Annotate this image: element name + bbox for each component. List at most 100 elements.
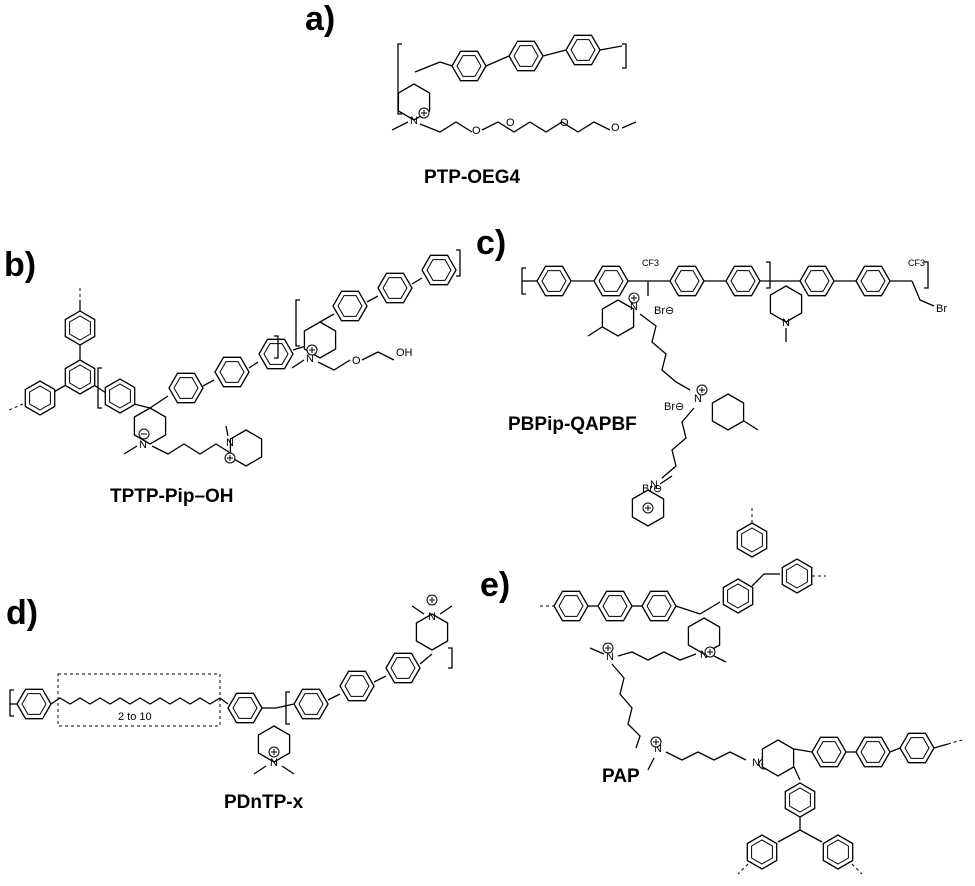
atom-n: N [226, 437, 234, 449]
atom-br: Br [936, 303, 947, 315]
phenyl-ring [899, 732, 935, 764]
phenyl-ring [168, 372, 204, 404]
bromide-anion: Br⊖ [664, 401, 684, 413]
phenyl-ring [258, 338, 294, 370]
phenyl-ring [746, 834, 778, 870]
phenyl-ring [214, 356, 250, 388]
atom-n: N [139, 439, 147, 451]
cation-charge [628, 292, 640, 304]
phenyl-ring [16, 688, 52, 720]
hexyl-linker [151, 443, 233, 455]
phenyl-ring [293, 688, 329, 720]
panel-e: e) N N N [480, 505, 963, 875]
cation-charge [602, 642, 614, 654]
panel-a-letter: a) [305, 0, 335, 38]
atom-n: N [782, 317, 790, 329]
compound-name-b: TPTP-Pip–OH [110, 486, 234, 507]
hexyl-linker [611, 663, 641, 749]
phenyl-ring [421, 254, 457, 286]
atom-o: O [560, 117, 569, 129]
phenyl-ring [536, 265, 572, 297]
bromide-anion: Br⊖ [654, 305, 674, 317]
phenyl-ring [64, 310, 96, 346]
phenyl-ring [781, 558, 813, 594]
panel-c-letter: c) [476, 224, 506, 262]
panel-d: d) 2 to 10 N N [6, 594, 453, 813]
atom-o: O [352, 355, 361, 367]
central-benzene-ring [64, 359, 96, 395]
panel-d-structure: 2 to 10 N N [9, 594, 453, 775]
atom-oh: OH [396, 347, 413, 359]
phenyl-ring [784, 782, 816, 818]
atom-n: N [650, 479, 658, 491]
phenyl-ring [451, 50, 487, 82]
compound-name-e: PAP [602, 766, 640, 787]
panel-b-structure: N N N O OH [8, 249, 461, 467]
atom-n: N [606, 651, 614, 663]
phenyl-ring [227, 692, 263, 724]
piperidinium-ring [711, 393, 745, 431]
phenyl-ring [725, 265, 761, 297]
atom-n: N [630, 301, 638, 313]
hexyl-linker [665, 751, 747, 761]
panel-a-structure: N O O O O [391, 34, 637, 137]
phenyl-ring [799, 265, 835, 297]
atom-n: N [270, 757, 278, 769]
compound-name-a: PTP-OEG4 [424, 167, 521, 188]
atom-n: N [428, 611, 436, 623]
close-bracket [622, 43, 627, 69]
cation-charge [138, 428, 150, 440]
panel-e-structure: N N N N [540, 505, 963, 875]
phenyl-ring [593, 265, 629, 297]
hexyl-linker [661, 407, 695, 479]
compound-name-d: PDnTP-x [224, 792, 304, 813]
panel-c: c) CF3 CF3 Br N [476, 224, 947, 527]
alkyl-spacer-chain [50, 697, 229, 705]
phenyl-ring [822, 834, 854, 870]
phenyl-ring [377, 272, 413, 304]
atom-n: N [654, 743, 662, 755]
phenyl-ring [332, 290, 368, 322]
hexyl-linker [617, 651, 697, 661]
phenyl-ring [508, 40, 544, 72]
piperidinium-ring [601, 299, 635, 337]
phenyl-ring [669, 265, 705, 297]
atom-n: N [694, 393, 702, 405]
cation-charge [268, 746, 280, 758]
atom-n: N [306, 353, 314, 365]
phenyl-ring [722, 578, 754, 614]
cation-charge [224, 452, 236, 464]
phenyl-ring [553, 590, 589, 622]
phenyl-ring [736, 522, 768, 558]
phenyl-ring [385, 652, 421, 684]
panel-d-letter: d) [6, 594, 38, 632]
atom-n: N [410, 115, 418, 127]
panel-e-letter: e) [480, 566, 510, 604]
phenyl-ring [855, 265, 891, 297]
cation-charge [642, 502, 654, 514]
atom-cf3: CF3 [642, 258, 659, 268]
cation-charge [650, 736, 662, 748]
panel-a: a) N O O O O PTP-OEG4 [305, 0, 637, 188]
cation-charge [426, 594, 438, 606]
spacer-label: 2 to 10 [118, 711, 152, 723]
open-bracket [397, 43, 402, 115]
cation-charge [418, 107, 430, 119]
panel-c-structure: CF3 CF3 Br N N Br⊖ N [521, 258, 947, 527]
oeg-chain [419, 121, 473, 133]
cation-charge [306, 344, 318, 356]
atom-cf3: CF3 [908, 258, 925, 268]
atom-o: O [506, 117, 515, 129]
hexyl-linker [639, 313, 691, 391]
phenyl-ring [565, 34, 601, 66]
atom-n: N [752, 757, 760, 769]
phenyl-ring [641, 590, 677, 622]
phenyl-ring [597, 590, 633, 622]
piperidinium-ring [229, 429, 263, 467]
phenyl-ring [811, 736, 847, 768]
phenyl-ring [339, 670, 375, 702]
atom-o: O [611, 122, 620, 134]
phenyl-ring [104, 378, 136, 414]
phenyl-ring [855, 736, 891, 768]
atom-n: N [700, 649, 708, 661]
